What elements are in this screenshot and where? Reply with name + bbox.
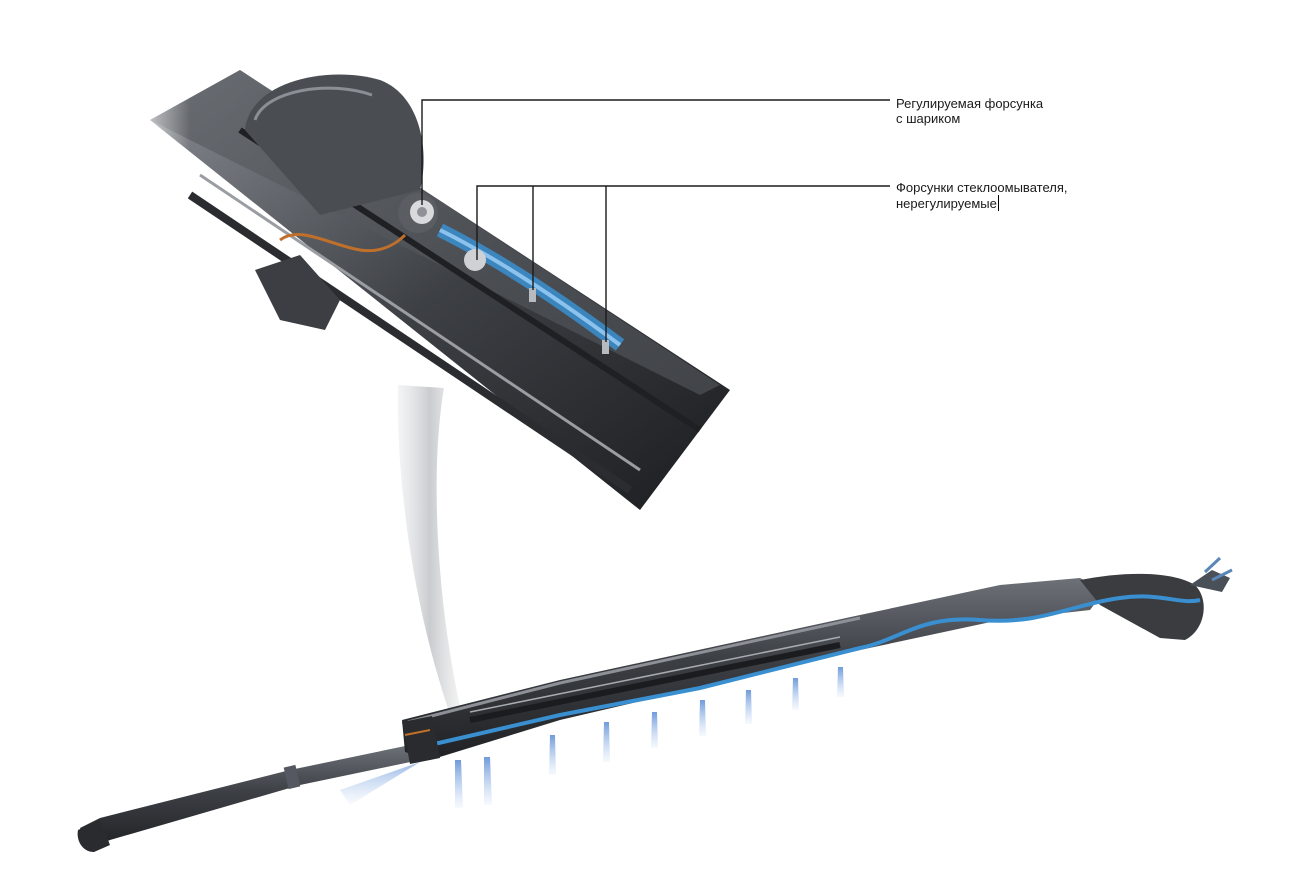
wiper-arm-icon <box>77 556 1233 852</box>
callout-line: Форсунки стеклоомывателя, <box>896 180 1068 195</box>
callout-text: нерегулируемые <box>896 196 997 211</box>
text-cursor <box>997 195 999 211</box>
magnifier-cone <box>397 385 462 720</box>
fixed-nozzle-icon <box>464 249 609 354</box>
spray-jet-icon <box>340 667 844 808</box>
callout-line: нерегулируемые <box>896 195 1067 211</box>
zoom-detail <box>120 40 730 510</box>
callout-line: Регулируемая форсунка <box>896 96 1044 111</box>
ball-nozzle-icon <box>398 193 438 233</box>
callout-fixed-nozzles: Форсунки стеклоомывателя, нерегулируемые <box>896 180 1067 211</box>
callout-line: с шариком <box>896 111 961 126</box>
leader-lines <box>421 99 890 342</box>
callout-adjustable-nozzle: Регулируемая форсунка с шариком <box>896 96 1043 126</box>
